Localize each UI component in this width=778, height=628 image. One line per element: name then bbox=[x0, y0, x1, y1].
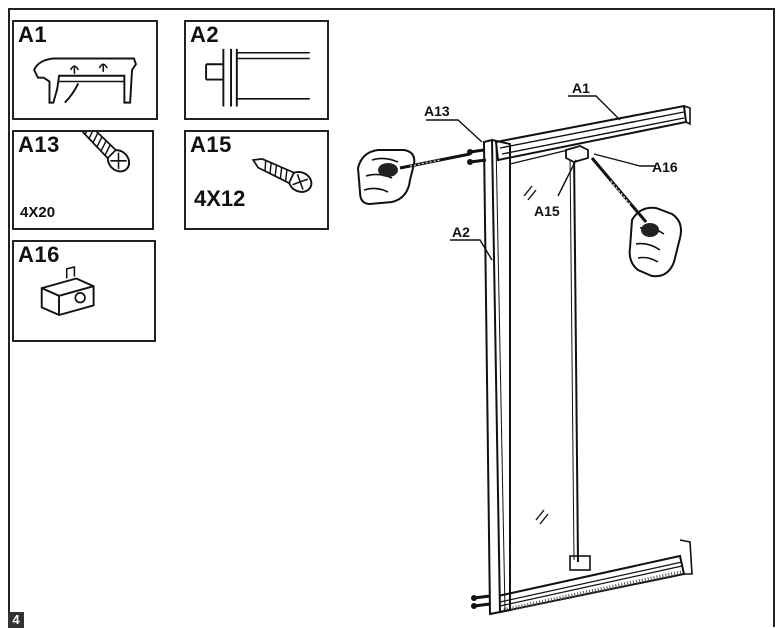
top-screws bbox=[467, 148, 487, 165]
callout-a1: A1 bbox=[572, 80, 590, 96]
screw-icon bbox=[251, 158, 313, 193]
part-label-a15: A15 bbox=[190, 132, 232, 157]
glass-panel bbox=[509, 149, 579, 563]
side-profile bbox=[482, 138, 511, 616]
bottom-screws bbox=[471, 594, 491, 609]
part-label-a13: A13 bbox=[18, 132, 60, 157]
callout-a15: A15 bbox=[534, 203, 560, 219]
callout-leaders bbox=[426, 95, 656, 261]
bracket-on-rail bbox=[565, 145, 589, 163]
step-number-badge: 4 bbox=[8, 612, 24, 628]
part-box-a15: A15 4X12 bbox=[184, 130, 329, 230]
hand-icon bbox=[356, 149, 416, 206]
bracket-icon bbox=[40, 265, 95, 317]
part-label-a2: A2 bbox=[190, 22, 220, 47]
part-box-a2: A2 bbox=[184, 20, 329, 120]
part-box-a13: A13 4X20 bbox=[12, 130, 154, 230]
part-box-a1: A1 bbox=[12, 20, 158, 120]
page-border bbox=[8, 8, 775, 627]
callout-a16: A16 bbox=[652, 159, 678, 175]
screwdriver-icon bbox=[399, 152, 471, 170]
rail-profile-icon bbox=[33, 57, 137, 104]
screw-icon bbox=[76, 132, 131, 173]
callout-a13: A13 bbox=[424, 103, 450, 119]
part-box-a16: A16 bbox=[12, 240, 156, 342]
hand-icon bbox=[628, 206, 682, 278]
part-label-a16: A16 bbox=[18, 242, 60, 267]
callout-a2: A2 bbox=[452, 224, 470, 240]
bottom-rail bbox=[496, 539, 693, 614]
frame-profile-icon bbox=[205, 48, 310, 107]
part-size-a13: 4X20 bbox=[20, 204, 56, 221]
top-rail bbox=[494, 104, 691, 162]
screwdriver-icon bbox=[590, 157, 648, 223]
part-size-a15: 4X12 bbox=[194, 186, 246, 211]
part-label-a1: A1 bbox=[18, 22, 48, 47]
